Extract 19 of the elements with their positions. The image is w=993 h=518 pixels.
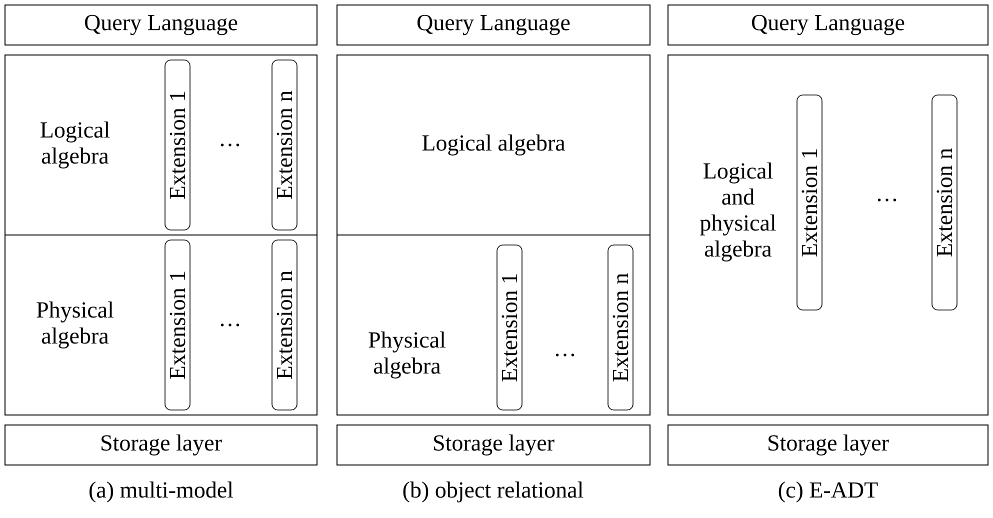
extension-box: Extension 1 bbox=[164, 240, 190, 410]
layer-box: Storage layer bbox=[4, 424, 318, 466]
extension-box: Extension n bbox=[932, 94, 958, 310]
layer-box: Logical algebra bbox=[336, 54, 650, 236]
extension-box: Extension n bbox=[272, 240, 298, 410]
layer-box: Storage layer bbox=[668, 424, 988, 466]
ellipsis: … bbox=[556, 354, 574, 356]
extension-box: Extension 1 bbox=[164, 60, 190, 230]
extension-box: Extension 1 bbox=[496, 244, 522, 410]
ellipsis: … bbox=[220, 324, 240, 326]
layer-box: Query Language bbox=[336, 4, 650, 46]
layer-box: Storage layer bbox=[336, 424, 650, 466]
ellipsis: … bbox=[220, 144, 240, 146]
ellipsis: … bbox=[878, 198, 896, 202]
layer-box: Query Language bbox=[668, 4, 988, 46]
extension-box: Extension n bbox=[608, 244, 634, 410]
layer-box: Query Language bbox=[4, 4, 318, 46]
extension-box: Extension 1 bbox=[796, 94, 822, 310]
extension-box: Extension n bbox=[272, 60, 298, 230]
